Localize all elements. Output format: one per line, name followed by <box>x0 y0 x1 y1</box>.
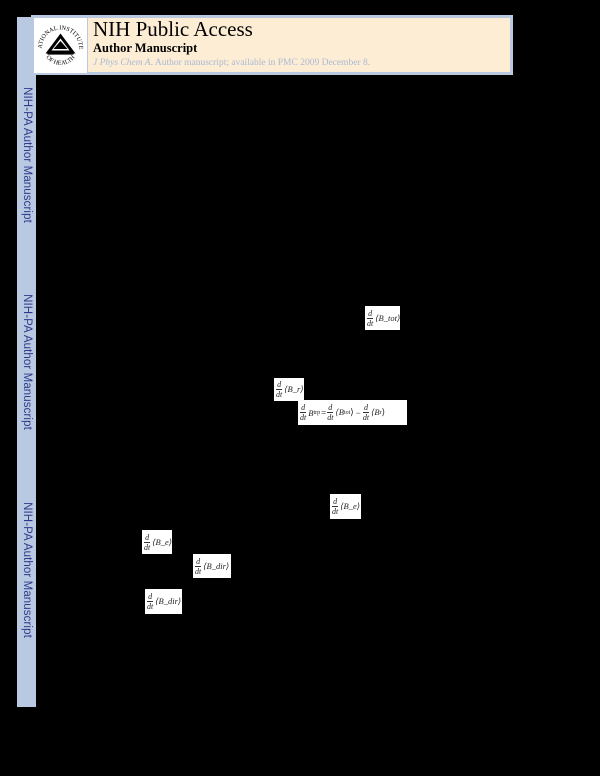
header-cream-panel <box>88 18 510 72</box>
equation-term: ⟨B_e⟩ <box>152 536 173 547</box>
nih-logo: NATIONAL INSTITUTES OF HEALTH <box>34 18 87 73</box>
equation-term: ⟨B_tot⟩ <box>375 312 401 323</box>
sidebar-label-text: NIH-PA Author Manuscript <box>20 87 33 223</box>
sidebar-label-2: NIH-PA Author Manuscript <box>17 292 36 432</box>
sidebar-label-3: NIH-PA Author Manuscript <box>17 500 36 640</box>
page-title: NIH Public Access <box>93 17 253 41</box>
equation-term: ⟨B_e⟩ <box>340 501 361 511</box>
sidebar-strip <box>17 17 36 707</box>
journal-name: J Phys Chem A <box>93 58 151 68</box>
equation-term: ⟨B_r⟩ <box>284 384 304 394</box>
nih-seal-icon: NATIONAL INSTITUTES OF HEALTH <box>34 18 84 67</box>
sidebar-label-text: NIH-PA Author Manuscript <box>20 294 33 430</box>
sidebar-label-text: NIH-PA Author Manuscript <box>20 502 33 638</box>
citation-text: . Author manuscript; available in PMC 20… <box>150 58 371 68</box>
page-subtitle: Author Manuscript <box>93 41 198 55</box>
sidebar-label-1: NIH-PA Author Manuscript <box>17 85 36 225</box>
equation-term: ⟨B_dir⟩ <box>155 596 182 606</box>
citation-line: J Phys Chem A. Author manuscript; availa… <box>93 57 370 69</box>
equation-term: ⟨B_dir⟩ <box>203 560 230 571</box>
svg-text:OF HEALTH: OF HEALTH <box>44 54 77 67</box>
